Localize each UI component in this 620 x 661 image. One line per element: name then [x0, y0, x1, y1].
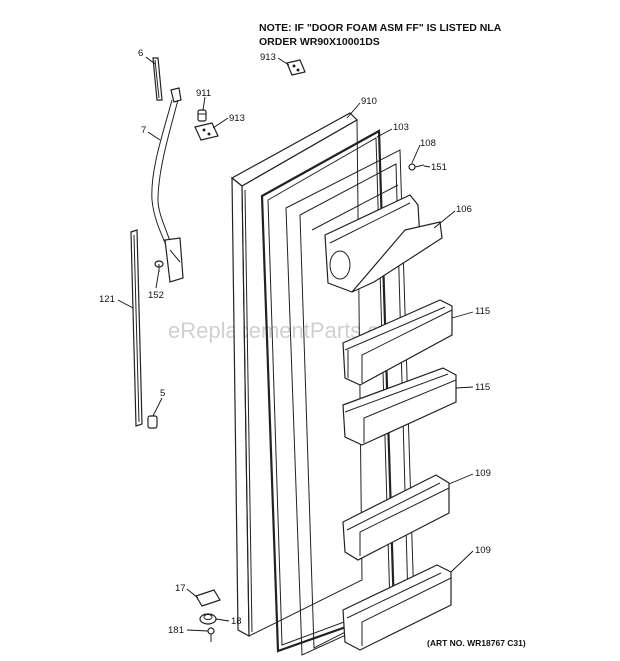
- callout-115-lower: 115: [475, 382, 490, 393]
- callout-109-lower: 109: [475, 545, 491, 556]
- art-number: (ART NO. WR18767 C31): [427, 638, 526, 648]
- leader-lines: [117, 56, 474, 632]
- plug-911: [197, 109, 207, 122]
- dairy-bin-106: [324, 194, 443, 293]
- trim-strip-121: [130, 229, 143, 427]
- note-line-1: NOTE: IF "DOOR FOAM ASM FF" IS LISTED NL…: [259, 22, 502, 34]
- callout-5: 5: [160, 388, 165, 399]
- callout-103: 103: [393, 122, 409, 133]
- callout-181: 181: [168, 625, 184, 636]
- callout-151: 151: [431, 162, 447, 173]
- hinge-17: [195, 589, 221, 607]
- callout-109-upper: 109: [475, 468, 491, 479]
- door-gasket-103: [260, 129, 396, 653]
- callout-115-upper: 115: [475, 306, 490, 317]
- callout-6: 6: [138, 48, 143, 59]
- callout-913-mid: 913: [229, 113, 245, 124]
- callout-18: 18: [231, 616, 242, 627]
- pad-913-mid: [194, 122, 219, 141]
- callout-121: 121: [99, 294, 115, 305]
- door-bin-115-upper: [342, 299, 453, 386]
- outer-door-panel: [230, 112, 363, 638]
- screw-151: [408, 163, 425, 171]
- callout-17: 17: [175, 583, 186, 594]
- callout-152: 152: [148, 290, 164, 301]
- callout-913-top: 913: [260, 52, 276, 63]
- trim-strip-6: [152, 57, 163, 101]
- screw-181: [207, 627, 215, 642]
- callout-108: 108: [420, 138, 436, 149]
- note-line-2: ORDER WR90X10001DS: [259, 36, 380, 48]
- door-bin-109-lower: [342, 564, 452, 651]
- door-bin-109-upper: [342, 474, 450, 561]
- callout-labels: 6 913 911 913 910 103 108 151 7 106 152 …: [99, 48, 491, 636]
- callout-911: 911: [196, 88, 211, 99]
- callout-910: 910: [361, 96, 377, 107]
- door-bin-115-lower: [342, 367, 457, 446]
- door-handle-7: [151, 87, 184, 283]
- bushing-18: [199, 613, 217, 625]
- pad-913-top: [286, 59, 306, 76]
- clip-5: [147, 415, 158, 429]
- callout-7: 7: [141, 125, 146, 136]
- callout-106: 106: [456, 204, 472, 215]
